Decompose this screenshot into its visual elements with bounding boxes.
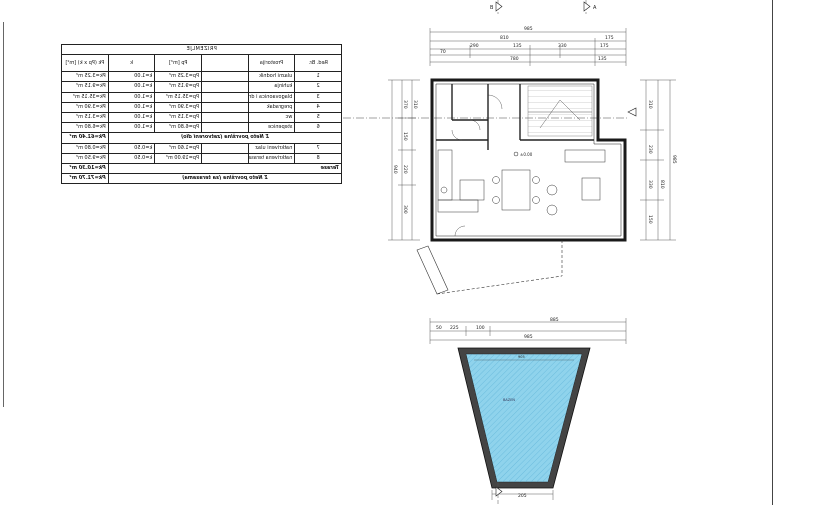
- dim-pool-1: 205: [518, 493, 527, 499]
- dim-top-8: 780: [510, 56, 519, 62]
- section-marker-b-bottom: [495, 482, 503, 505]
- dimension-chains-right: [640, 79, 676, 241]
- dim-top-6: 175: [600, 43, 609, 49]
- entrance-walkway: [416, 240, 563, 295]
- dim-left-2: 150: [402, 132, 408, 141]
- level-marker: ±0.00: [513, 151, 533, 157]
- dim-left-5: 310: [412, 100, 418, 109]
- dim-top-7: 70: [440, 49, 446, 55]
- sheet-border-right: [772, 0, 773, 505]
- dim-top-0: 985: [524, 26, 533, 32]
- dim-top-5: 330: [558, 43, 567, 49]
- kitchen-counter: [437, 149, 485, 213]
- dim-left-4: 300: [402, 205, 408, 214]
- dim-left-1: 370: [402, 100, 408, 109]
- dim-right-3: 230: [647, 145, 653, 154]
- dim-right-0: 985: [671, 155, 677, 164]
- section-label-b: B: [490, 5, 494, 11]
- dim-right-2: 310: [647, 100, 653, 109]
- dim-top-1: 810: [500, 35, 509, 41]
- dim-left-0: 940: [392, 165, 398, 174]
- dim-mid-2: 100: [476, 325, 485, 331]
- dimension-chains-top: [429, 28, 627, 66]
- dim-left-3: 220: [402, 165, 408, 174]
- staircase: [527, 85, 593, 137]
- doors: [451, 94, 503, 237]
- dim-right-4: 330: [647, 180, 653, 189]
- pool-label: BAZEN: [503, 398, 515, 402]
- section-label-a: A: [593, 5, 597, 11]
- dim-mid-3: 50: [436, 325, 442, 331]
- dim-mid-0: 885: [550, 317, 559, 323]
- dim-right-1: 810: [659, 180, 665, 189]
- dim-mid-1: 225: [450, 325, 459, 331]
- section-marker-b-top: B: [490, 0, 503, 14]
- dining-table: [492, 169, 540, 211]
- dim-mid-4: 985: [524, 334, 533, 340]
- dim-top-3: 290: [470, 43, 479, 49]
- dim-top-2: 175: [605, 35, 614, 41]
- pool-bottom-dims: [491, 490, 554, 500]
- sheet-border-left: [3, 22, 4, 407]
- north-arrow-icon: [627, 107, 637, 117]
- level-mark-text: ±0.00: [520, 152, 533, 157]
- dim-right-5: 150: [647, 215, 653, 224]
- section-marker-a-top: A: [583, 0, 597, 14]
- building-outline: [430, 78, 627, 242]
- dimension-chains-mid: [429, 318, 627, 344]
- pool: 905 BAZEN: [457, 347, 591, 489]
- sofa: [546, 149, 606, 216]
- dim-top-9: 135: [598, 56, 607, 62]
- dim-top-4: 135: [513, 43, 522, 49]
- dim-pool-0: 905: [518, 355, 525, 359]
